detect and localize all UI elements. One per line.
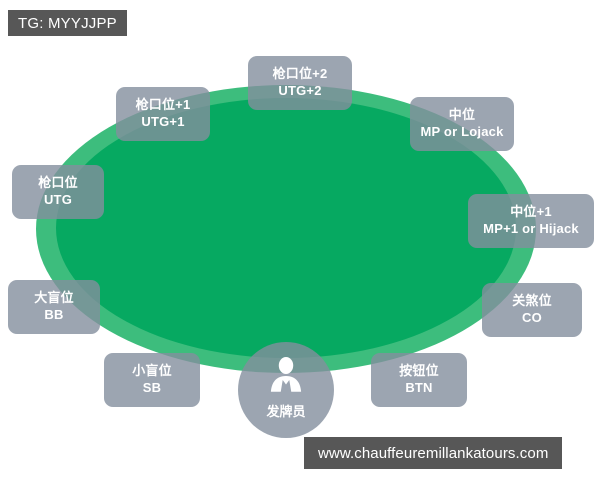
position-card-co[interactable]: 关煞位 CO	[482, 283, 582, 337]
position-label-cn: 枪口位	[38, 175, 78, 191]
position-card-btn[interactable]: 按钮位 BTN	[371, 353, 467, 407]
position-card-utg1[interactable]: 枪口位+1 UTG+1	[116, 87, 210, 141]
position-label-en: BTN	[405, 380, 433, 395]
position-label-en: UTG+2	[278, 83, 322, 98]
position-card-bb[interactable]: 大盲位 BB	[8, 280, 100, 334]
position-label-en: MP+1 or Hijack	[483, 221, 579, 236]
position-label-en: MP or Lojack	[420, 124, 504, 139]
position-label-cn: 按钮位	[399, 363, 439, 379]
person-icon	[270, 356, 302, 392]
position-label-cn: 中位+1	[510, 204, 552, 220]
position-card-sb[interactable]: 小盲位 SB	[104, 353, 200, 407]
watermark-bottom-right: www.chauffeuremillankatours.com	[304, 437, 563, 469]
position-label-cn: 小盲位	[132, 363, 172, 379]
position-label-cn: 大盲位	[34, 290, 74, 306]
position-label-en: BB	[44, 307, 64, 322]
position-label-en: SB	[142, 380, 162, 395]
position-card-mp1[interactable]: 中位+1 MP+1 or Hijack	[468, 194, 594, 248]
position-card-utg2[interactable]: 枪口位+2 UTG+2	[248, 56, 352, 110]
position-card-mp[interactable]: 中位 MP or Lojack	[410, 97, 514, 151]
position-label-en: CO	[522, 310, 542, 325]
position-label-cn: 枪口位+2	[272, 66, 328, 82]
position-label-cn: 枪口位+1	[135, 97, 191, 113]
position-label-en: UTG	[43, 192, 73, 207]
position-card-utg[interactable]: 枪口位 UTG	[12, 165, 104, 219]
position-label-cn: 关煞位	[512, 293, 552, 309]
watermark-top-left: TG: MYYJJPP	[8, 10, 127, 36]
dealer-label: 发牌员	[266, 404, 306, 419]
dealer-badge[interactable]: 发牌员	[238, 342, 334, 438]
position-label-cn: 中位	[448, 107, 476, 123]
position-label-en: UTG+1	[141, 114, 185, 129]
